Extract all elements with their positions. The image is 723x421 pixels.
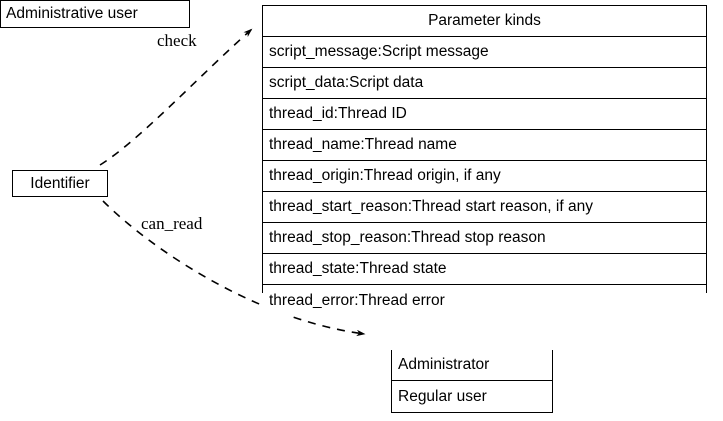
parameter-kinds-row-label: script_message:Script message (269, 43, 489, 61)
parameter-kinds-row-label: thread_origin:Thread origin, if any (269, 167, 501, 185)
parameter-kinds-row-label: thread_error:Thread error (269, 291, 445, 309)
parameter-kinds-header-label: Parameter kinds (428, 12, 541, 30)
administrative-user-row-label: Administrator (398, 356, 490, 374)
table-row[interactable]: Regular user (392, 381, 552, 412)
table-row[interactable]: Administrator (392, 350, 552, 381)
table-row[interactable]: thread_id:Thread ID (263, 99, 706, 130)
edge-label-check: check (157, 31, 197, 50)
node-parameter-kinds[interactable]: Parameter kinds script_message:Script me… (262, 5, 707, 316)
table-row[interactable]: thread_error:Thread error (263, 285, 706, 316)
table-row[interactable]: thread_name:Thread name (263, 130, 706, 161)
table-row[interactable]: thread_start_reason:Thread start reason,… (263, 192, 706, 223)
table-row[interactable]: thread_stop_reason:Thread stop reason (263, 223, 706, 254)
administrative-user-row-label: Regular user (398, 387, 487, 405)
administrative-user-header-label: Administrative user (6, 5, 138, 23)
table-row[interactable]: script_message:Script message (263, 37, 706, 68)
node-identifier-label: Identifier (30, 174, 90, 192)
parameter-kinds-header: Parameter kinds (263, 6, 706, 37)
table-row[interactable]: thread_state:Thread state (263, 254, 706, 285)
edge-label-can-read: can_read (141, 214, 203, 233)
node-administrative-user-rows: Administrator Regular user (391, 350, 553, 413)
parameter-kinds-row-label: thread_stop_reason:Thread stop reason (269, 229, 546, 247)
table-row[interactable]: script_data:Script data (263, 68, 706, 99)
node-identifier[interactable]: Identifier (12, 170, 108, 197)
administrative-user-header[interactable]: Administrative user (0, 0, 190, 28)
parameter-kinds-row-label: script_data:Script data (269, 74, 424, 92)
parameter-kinds-row-label: thread_id:Thread ID (269, 105, 407, 123)
table-row[interactable]: thread_origin:Thread origin, if any (263, 161, 706, 192)
parameter-kinds-row-label: thread_name:Thread name (269, 136, 457, 154)
parameter-kinds-row-label: thread_state:Thread state (269, 260, 447, 278)
parameter-kinds-row-label: thread_start_reason:Thread start reason,… (269, 198, 593, 216)
